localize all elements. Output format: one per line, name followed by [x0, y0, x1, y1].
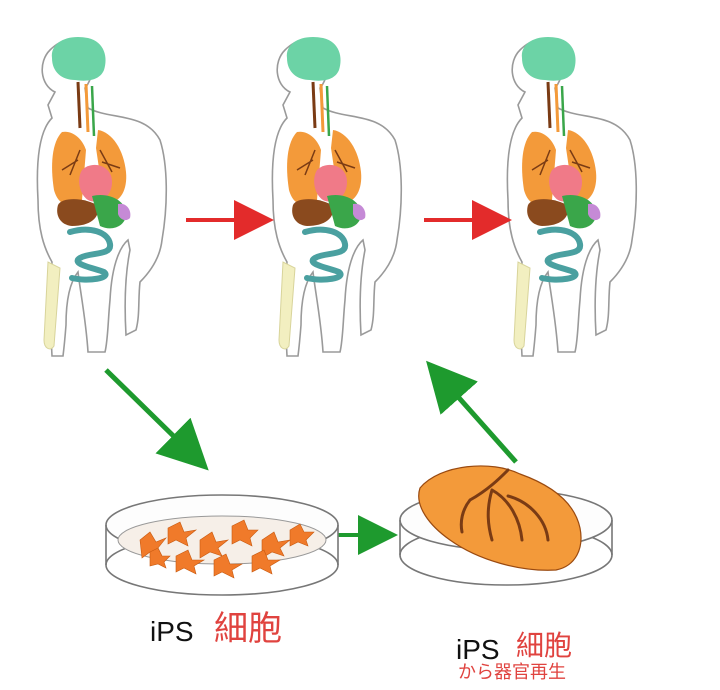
right-ips-label: iPS: [456, 634, 500, 665]
left-ips-label: iPS: [150, 616, 194, 647]
lung-tissue-icon: [418, 465, 582, 571]
arrow-icon: [104, 368, 209, 471]
petri-dish-icon: [105, 494, 339, 596]
arrow-icon: [426, 360, 518, 464]
right-cell-label: 細胞: [516, 629, 573, 662]
body-figure-icon: [507, 37, 636, 356]
body-figure-icon: [37, 37, 166, 356]
body-figure-icon: [272, 37, 401, 356]
right-caption-label: から器官再生: [458, 662, 566, 683]
left-cell-label: 細胞: [214, 609, 282, 649]
